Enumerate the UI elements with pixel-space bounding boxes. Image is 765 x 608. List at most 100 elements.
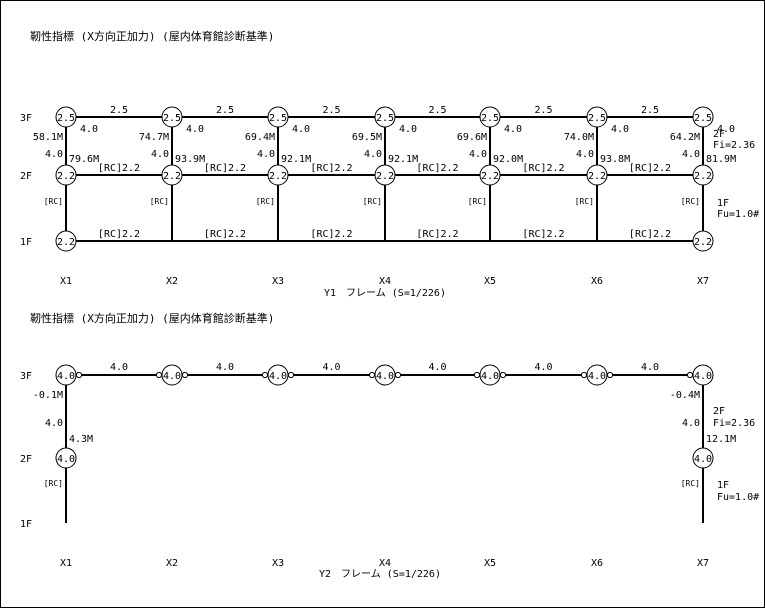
diagram1-node-2f-3-value: 2.2 bbox=[269, 171, 287, 182]
diagram1-node-2f-6-value: 2.2 bbox=[588, 171, 606, 182]
diagram1-column-value-2: 4.0 bbox=[151, 149, 169, 160]
diagram1-node-3f-2-value: 2.5 bbox=[163, 113, 181, 124]
diagram1-rc-tag-4: [RC] bbox=[363, 197, 382, 206]
diagram1-floor-1f: 1F bbox=[20, 237, 32, 248]
diagram2-hinge-left-4 bbox=[368, 371, 376, 379]
diagram1-node-3f-1-circle bbox=[55, 106, 77, 128]
diagram1-column-value-1: 4.0 bbox=[45, 149, 63, 160]
diagram1-node-2f-5-value: 2.2 bbox=[481, 171, 499, 182]
diagram2-hinge-left-3 bbox=[261, 371, 269, 379]
diagram1-beam2f-label-5: [RC]2.2 bbox=[522, 163, 564, 174]
diagram1-node-3f-6-circle bbox=[586, 106, 608, 128]
diagram1-info-2f-fi: Fi=2.36 bbox=[713, 140, 755, 151]
diagram1-green-value-1: 4.0 bbox=[80, 124, 98, 135]
diagram2-column-value-1: 4.0 bbox=[45, 418, 63, 429]
diagram1-column-value-7: 4.0 bbox=[682, 149, 700, 160]
diagram2-node-3f-7-value: 4.0 bbox=[694, 371, 712, 382]
diagram2-hinge-right-5 bbox=[499, 371, 507, 379]
diagram1-beam2f-label-4: [RC]2.2 bbox=[416, 163, 458, 174]
diagram2-node-2f-7-circle bbox=[692, 447, 714, 469]
diagram2-hinge-right-2 bbox=[181, 371, 189, 379]
diagram1-moment-top-5: 69.6M bbox=[457, 132, 487, 143]
diagram1-beam1f-label-2: [RC]2.2 bbox=[204, 229, 246, 240]
diagram1-node-2f-7-value: 2.2 bbox=[694, 171, 712, 182]
diagram2-beam3f-label-2: 4.0 bbox=[216, 362, 234, 373]
diagram1-node-3f-1-value: 2.5 bbox=[57, 113, 75, 124]
diagram1-rc-tag-7: [RC] bbox=[681, 197, 700, 206]
diagram2-node-3f-1-circle bbox=[55, 364, 77, 386]
diagram2-beam3f-label-4: 4.0 bbox=[428, 362, 446, 373]
diagram1-beam3f-label-4: 2.5 bbox=[428, 105, 446, 116]
diagram1-node-3f-6-value: 2.5 bbox=[588, 113, 606, 124]
diagram1-node-3f-3-circle bbox=[267, 106, 289, 128]
diagram1-node-2f-3-circle bbox=[267, 164, 289, 186]
diagram2-axis-X7: X7 bbox=[697, 558, 709, 569]
diagram2-hinge-right-3 bbox=[287, 371, 295, 379]
diagram1-beam1f-label-4: [RC]2.2 bbox=[416, 229, 458, 240]
diagram1-info-1f-fu: Fu=1.0# bbox=[717, 209, 759, 220]
diagram1-rc-tag-6: [RC] bbox=[575, 197, 594, 206]
diagram1-moment-bottom-1: 79.6M bbox=[69, 154, 99, 165]
diagram2-floor-3f: 3F bbox=[20, 371, 32, 382]
diagram2-hinge-right-1 bbox=[75, 371, 83, 379]
diagram1-rc-tag-3: [RC] bbox=[256, 197, 275, 206]
diagram1-axis-X2: X2 bbox=[166, 276, 178, 287]
diagram2-node-3f-7-circle bbox=[692, 364, 714, 386]
diagram1-node-2f-7-circle bbox=[692, 164, 714, 186]
diagram2-node-3f-3-value: 4.0 bbox=[269, 371, 287, 382]
diagram1-moment-bottom-3: 92.1M bbox=[281, 154, 311, 165]
diagram1-node-3f-3-value: 2.5 bbox=[269, 113, 287, 124]
diagram2-frame-label: Y2 フレーム (S=1/226) bbox=[319, 568, 441, 580]
diagram1-info-2f-story: 2F bbox=[713, 129, 725, 140]
diagram2-floor-2f: 2F bbox=[20, 454, 32, 465]
diagram2-node-3f-2-value: 4.0 bbox=[163, 371, 181, 382]
diagram1-beam1f-label-6: [RC]2.2 bbox=[629, 229, 671, 240]
diagram2-axis-X6: X6 bbox=[591, 558, 603, 569]
diagram2-hinge-right-4 bbox=[394, 371, 402, 379]
diagram1-node-3f-5-value: 2.5 bbox=[481, 113, 499, 124]
diagram1-beam3f-label-3: 2.5 bbox=[322, 105, 340, 116]
diagram1-moment-bottom-6: 93.8M bbox=[600, 154, 630, 165]
diagram1-beam1f-label-1: [RC]2.2 bbox=[98, 229, 140, 240]
diagram1-moment-top-2: 74.7M bbox=[139, 132, 169, 143]
diagram1-column-value-3: 4.0 bbox=[257, 149, 275, 160]
diagram2-hinge-left-2 bbox=[155, 371, 163, 379]
diagram2-beam3f-label-5: 4.0 bbox=[534, 362, 552, 373]
diagram2-axis-X5: X5 bbox=[484, 558, 496, 569]
diagram2-hinge-left-5 bbox=[473, 371, 481, 379]
diagram1-beam3f-label-6: 2.5 bbox=[641, 105, 659, 116]
diagram1-beam2f-label-2: [RC]2.2 bbox=[204, 163, 246, 174]
diagram1-axis-X7: X7 bbox=[697, 276, 709, 287]
diagram2-node-2f-7-value: 4.0 bbox=[694, 454, 712, 465]
diagram1-axis-X5: X5 bbox=[484, 276, 496, 287]
diagram1-moment-top-1: 58.1M bbox=[33, 132, 63, 143]
diagram1-axis-X3: X3 bbox=[272, 276, 284, 287]
diagram2-node-3f-4-circle bbox=[374, 364, 396, 386]
diagram1-floor-2f: 2F bbox=[20, 171, 32, 182]
diagram1-node-1f-7-circle bbox=[692, 230, 714, 252]
diagram1-rc-tag-1: [RC] bbox=[44, 197, 63, 206]
diagram1-node-2f-6-circle bbox=[586, 164, 608, 186]
diagram2-rc-tag-1: [RC] bbox=[44, 479, 63, 488]
diagram2-axis-X2: X2 bbox=[166, 558, 178, 569]
diagram1-moment-top-4: 69.5M bbox=[352, 132, 382, 143]
diagram1-node-1f-1-value: 2.2 bbox=[57, 237, 75, 248]
diagram2-axis-X1: X1 bbox=[60, 558, 72, 569]
diagram1-green-value-7: 4.0 bbox=[717, 124, 735, 135]
diagram2-beam3f-label-1: 4.0 bbox=[110, 362, 128, 373]
diagram1-node-1f-7-value: 2.2 bbox=[694, 237, 712, 248]
diagram2-node-3f-5-value: 4.0 bbox=[481, 371, 499, 382]
diagram1-green-value-4: 4.0 bbox=[399, 124, 417, 135]
diagram2-node-3f-5-circle bbox=[479, 364, 501, 386]
diagram1-beam2f-label-1: [RC]2.2 bbox=[98, 163, 140, 174]
diagram1-green-value-6: 4.0 bbox=[611, 124, 629, 135]
diagram1-moment-bottom-4: 92.1M bbox=[388, 154, 418, 165]
diagram1-floor-3f: 3F bbox=[20, 113, 32, 124]
diagram1-axis-X4: X4 bbox=[379, 276, 391, 287]
diagram1-green-value-3: 4.0 bbox=[292, 124, 310, 135]
diagram1-column-value-6: 4.0 bbox=[576, 149, 594, 160]
diagram1-beam2f-label-3: [RC]2.2 bbox=[310, 163, 352, 174]
diagram1-rc-tag-2: [RC] bbox=[150, 197, 169, 206]
diagram1-node-3f-7-value: 2.5 bbox=[694, 113, 712, 124]
